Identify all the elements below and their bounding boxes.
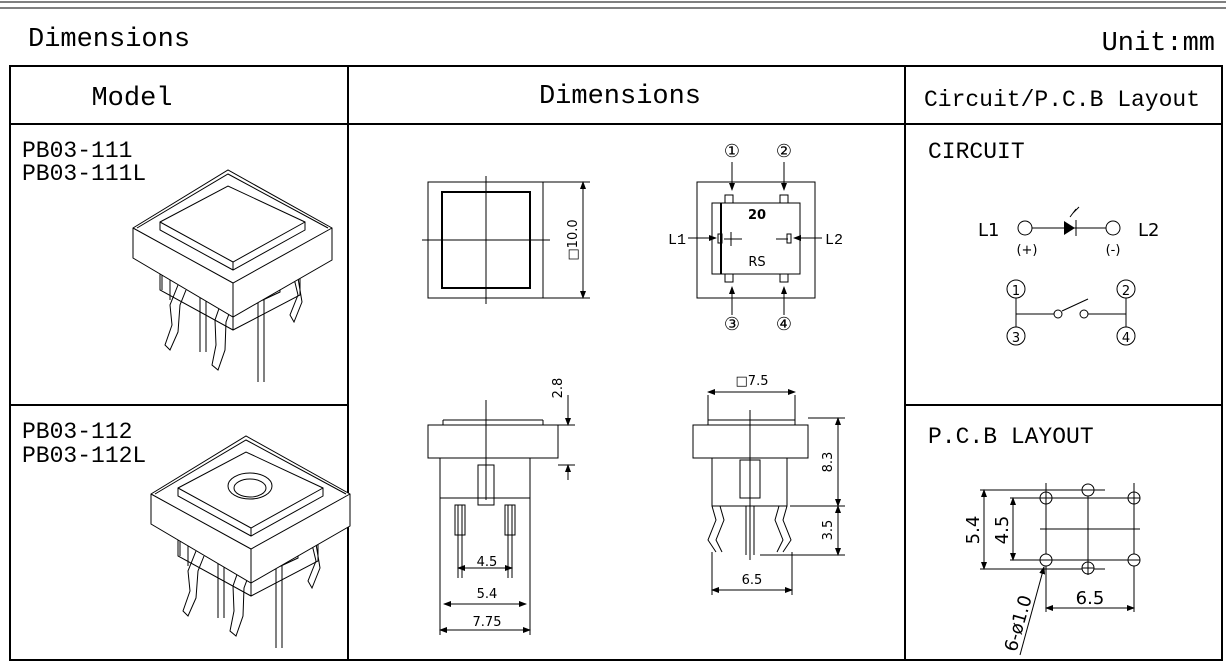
pin-label: ④ <box>776 314 792 335</box>
pcb-dim-6-5: 6.5 <box>1076 588 1105 609</box>
circuit-plus: (+) <box>1016 243 1037 258</box>
model-name: PB03-112 <box>22 419 132 445</box>
switch-illustration-square-cap <box>132 169 333 383</box>
dim-5-4: 5.4 <box>477 587 498 602</box>
dim-8-3: 8.3 <box>821 452 836 473</box>
bottom-mark-bottom: RS <box>748 255 765 270</box>
circuit-title: CIRCUIT <box>928 139 1025 165</box>
column-header-dimensions: Dimensions <box>539 82 701 112</box>
bottom-mark-top: 20 <box>748 208 766 223</box>
dim-3-5: 3.5 <box>821 520 836 541</box>
dim-cap-7-5: □7.5 <box>736 374 769 389</box>
dim-2-8: 2.8 <box>551 378 566 399</box>
dim-4-5: 4.5 <box>477 555 498 570</box>
section-title: Dimensions <box>28 25 190 55</box>
top-size-label: □10.0 <box>566 219 581 260</box>
circuit-pin: 3 <box>1012 331 1020 346</box>
pcb-dim-5-4: 5.4 <box>963 516 984 545</box>
column-header-model: Model <box>91 84 172 114</box>
pin-label: ② <box>776 141 792 162</box>
bottom-view-drawing: 20 RS ① ② ③ ④ L1 L2 <box>668 141 843 335</box>
circuit-pin: 4 <box>1122 331 1130 346</box>
dimensions-table <box>9 65 1223 661</box>
pcb-layout-diagram: P.C.B LAYOUT 5.4 4.5 6.5 6-ø1.0 <box>928 424 1141 656</box>
circuit-diagram: CIRCUIT L1 L2 (+) (-) 1 2 3 4 <box>928 139 1159 346</box>
pcb-hole-spec: 6-ø1.0 <box>1001 593 1037 654</box>
circuit-pin: 2 <box>1122 284 1130 299</box>
top-view-drawing: □10.0 <box>422 176 590 304</box>
circuit-pin: 1 <box>1012 284 1020 299</box>
side-view-left-drawing: 2.8 4.5 5.4 7.75 <box>427 378 575 635</box>
dim-7-75: 7.75 <box>473 615 502 630</box>
switch-illustration-lens-cap <box>150 435 351 649</box>
side-view-right-drawing: □7.5 8.3 3.5 6.5 <box>692 374 845 595</box>
circuit-l2: L2 <box>1138 220 1159 241</box>
led-right-label: L2 <box>825 232 843 249</box>
circuit-minus: (-) <box>1106 243 1121 258</box>
led-left-label: L1 <box>668 232 686 249</box>
circuit-l1: L1 <box>978 220 999 241</box>
model-name: PB03-112L <box>22 443 146 469</box>
pcb-dim-4-5: 4.5 <box>992 516 1013 545</box>
model-name: PB03-111L <box>22 161 146 187</box>
pcb-title: P.C.B LAYOUT <box>928 424 1094 450</box>
pin-label: ③ <box>724 314 740 335</box>
pin-label: ① <box>724 141 740 162</box>
dim-6-5: 6.5 <box>742 573 763 588</box>
model-name: PB03-111 <box>22 138 132 164</box>
column-header-circuit: Circuit/P.C.B Layout <box>924 87 1200 113</box>
unit-label: Unit:mm <box>1102 29 1215 59</box>
